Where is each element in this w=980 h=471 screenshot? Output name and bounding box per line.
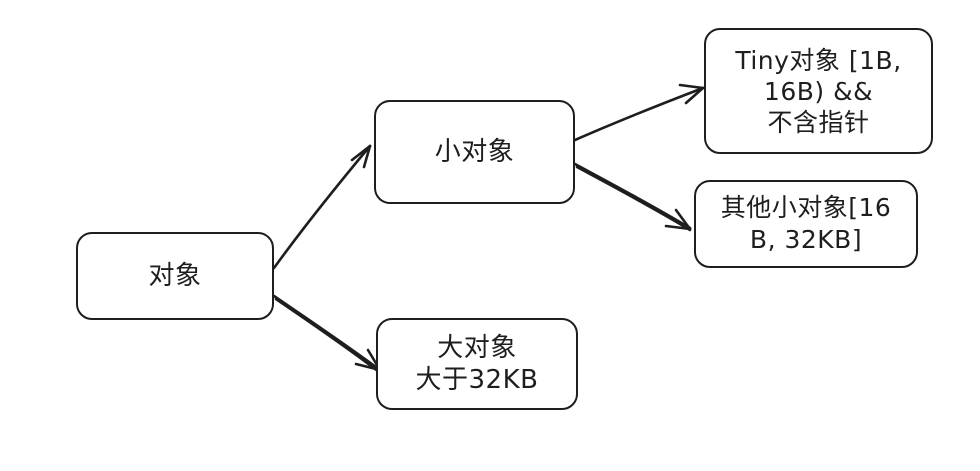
node-tiny-object-line-2: 16B) && xyxy=(763,76,874,106)
edge-root-to-large xyxy=(272,294,382,374)
node-other-small-object: 其他小对象[16 B, 32KB] xyxy=(694,180,918,268)
node-tiny-object: Tiny对象 [1B, 16B) && 不含指针 xyxy=(704,28,933,154)
node-object: 对象 xyxy=(76,232,274,320)
edge-small-to-tiny xyxy=(573,83,705,142)
node-other-small-object-line-1: 其他小对象[16 xyxy=(720,193,892,222)
edge-small-to-other xyxy=(573,162,692,232)
node-object-label: 对象 xyxy=(148,261,202,291)
node-other-small-object-line-2: B, 32KB] xyxy=(749,225,863,254)
node-tiny-object-line-3: 不含指针 xyxy=(767,107,870,137)
node-large-object-label: 大对象 xyxy=(437,333,517,363)
node-small-object: 小对象 xyxy=(374,100,575,204)
node-tiny-object-line-1: Tiny对象 [1B, xyxy=(735,45,902,75)
node-large-object: 大对象 大于32KB xyxy=(376,318,578,410)
node-small-object-label: 小对象 xyxy=(434,137,515,167)
edge-root-to-small xyxy=(272,144,372,270)
node-large-object-detail: 大于32KB xyxy=(415,365,539,395)
